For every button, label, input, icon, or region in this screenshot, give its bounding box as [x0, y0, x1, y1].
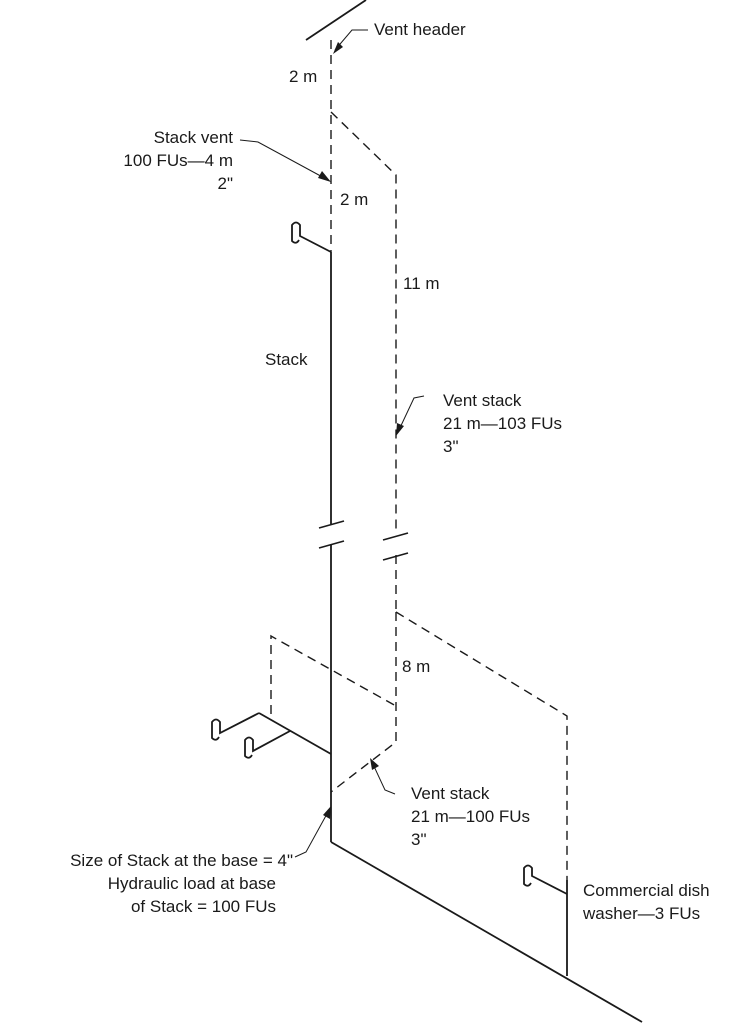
- building-drain: [330, 841, 643, 1023]
- vent-header-pipe: [305, 0, 367, 41]
- stack-base-arrowhead: [323, 806, 331, 819]
- top-fixture-branch: [291, 221, 332, 253]
- vent-stack-upper-label-3: 3": [443, 437, 459, 456]
- lower-fixture-1: [211, 712, 260, 741]
- stack-vent-arrowhead: [318, 171, 331, 182]
- lower-fixture-2: [244, 730, 291, 759]
- relief-vent: [270, 634, 397, 714]
- stack-base-leader: [294, 811, 329, 858]
- vent-stack-upper-label-1: Vent stack: [443, 391, 522, 410]
- stack-break-top: [318, 520, 345, 529]
- vent-stack-lower-label-2: 21 m—100 FUs: [411, 807, 530, 826]
- vent-stack-lower-leader: [371, 761, 396, 795]
- vent-stack-lower-label-3: 3": [411, 830, 427, 849]
- vent-break-bottom: [382, 552, 409, 561]
- vent-header-arrowhead: [333, 42, 343, 54]
- dishwasher-label-1: Commercial dish: [583, 881, 710, 900]
- drain-pipes: [211, 0, 643, 1023]
- vent-pipes: [270, 40, 568, 880]
- stack-label: Stack: [265, 350, 308, 369]
- dim-header-2m: 2 m: [289, 67, 317, 86]
- stack-base-label-2: Hydraulic load at base: [108, 874, 276, 893]
- vent-stack-upper-label-2: 21 m—103 FUs: [443, 414, 562, 433]
- vent-stack-lower-arrowhead: [370, 758, 379, 770]
- labels: Vent header 2 m Stack vent 100 FUs—4 m 2…: [70, 20, 710, 923]
- lower-loop-vent: [330, 612, 397, 793]
- vent-header-leader: [334, 29, 368, 51]
- vent-stack-lower-label-1: Vent stack: [411, 784, 490, 803]
- leaders: [239, 29, 425, 858]
- dim-stack-vent-2m: 2 m: [340, 190, 368, 209]
- vent-break-top: [382, 532, 409, 541]
- dim-11m: 11 m: [403, 274, 440, 293]
- lower-branch-main: [258, 712, 332, 755]
- dishwasher-label-2: washer—3 FUs: [582, 904, 700, 923]
- dishwasher-fixture: [523, 864, 568, 895]
- vent-stack-upper: [330, 111, 397, 533]
- vent-header-label: Vent header: [374, 20, 466, 39]
- dim-8m: 8 m: [402, 657, 430, 676]
- stack-vent-label-2: 100 FUs—4 m: [123, 151, 233, 170]
- stack-base-label-1: Size of Stack at the base = 4": [70, 851, 293, 870]
- stack-vent-label-3: 2": [218, 174, 234, 193]
- vent-stack-upper-arrowhead: [396, 423, 404, 436]
- stack-break-bottom: [318, 540, 345, 549]
- stack-vent-label-1: Stack vent: [154, 128, 234, 147]
- dishwasher-vent: [395, 611, 568, 880]
- stack-vent-leader: [239, 139, 329, 181]
- vent-stack-upper-leader: [397, 395, 425, 433]
- pipe-break-symbols: [318, 520, 409, 561]
- stack-base-label-3: of Stack = 100 FUs: [131, 897, 276, 916]
